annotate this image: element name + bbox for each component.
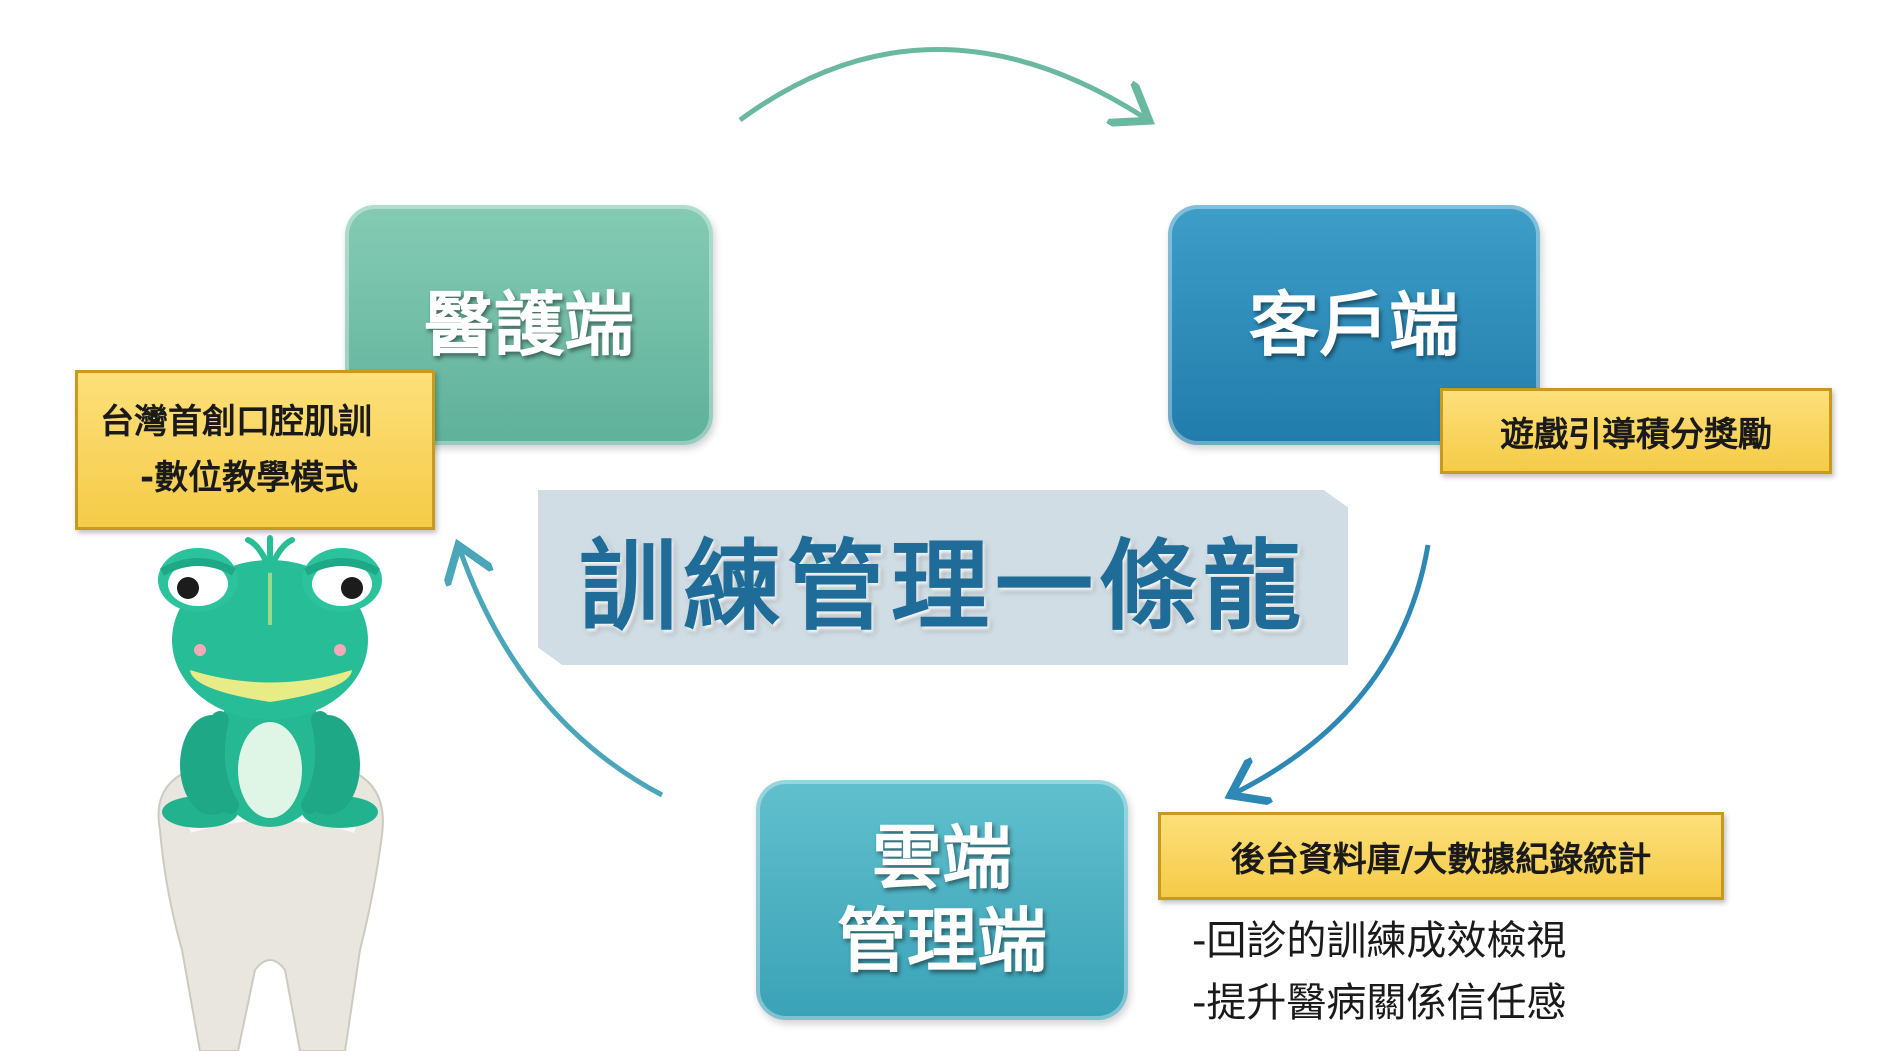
note-medical-line1: 台灣首創口腔肌訓 xyxy=(100,402,372,442)
center-banner: 訓練管理一條龍 xyxy=(538,490,1348,665)
node-cloud-label-line2: 管理端 xyxy=(837,900,1047,982)
node-cloud: 雲端 管理端 xyxy=(756,780,1128,1020)
note-client-text: 遊戲引導積分獎勵 xyxy=(1500,414,1772,455)
node-client-label: 客戶端 xyxy=(1249,283,1459,366)
note-client: 遊戲引導積分獎勵 xyxy=(1440,388,1832,474)
note-cloud-text: 後台資料庫/大數據紀錄統計 xyxy=(1230,839,1652,880)
note-medical: 台灣首創口腔肌訓 -數位教學模式 xyxy=(75,370,435,530)
arrow-client-to-cloud xyxy=(1235,544,1431,793)
center-title: 訓練管理一條龍 xyxy=(578,529,1307,644)
bullet-line-1: -回診的訓練成效檢視 xyxy=(1192,918,1567,964)
node-medical-label: 醫護端 xyxy=(424,283,634,366)
node-cloud-label-line1: 雲端 xyxy=(872,817,1012,900)
arrow-cloud-to-medical xyxy=(460,550,664,798)
bullet-line-2: -提升醫病關係信任感 xyxy=(1192,980,1567,1026)
note-cloud: 後台資料庫/大數據紀錄統計 xyxy=(1158,812,1724,900)
frog-on-tooth-icon xyxy=(157,535,384,1051)
arrow-medical-to-client xyxy=(738,47,1145,120)
note-medical-line2: -數位教學模式 xyxy=(140,458,359,498)
